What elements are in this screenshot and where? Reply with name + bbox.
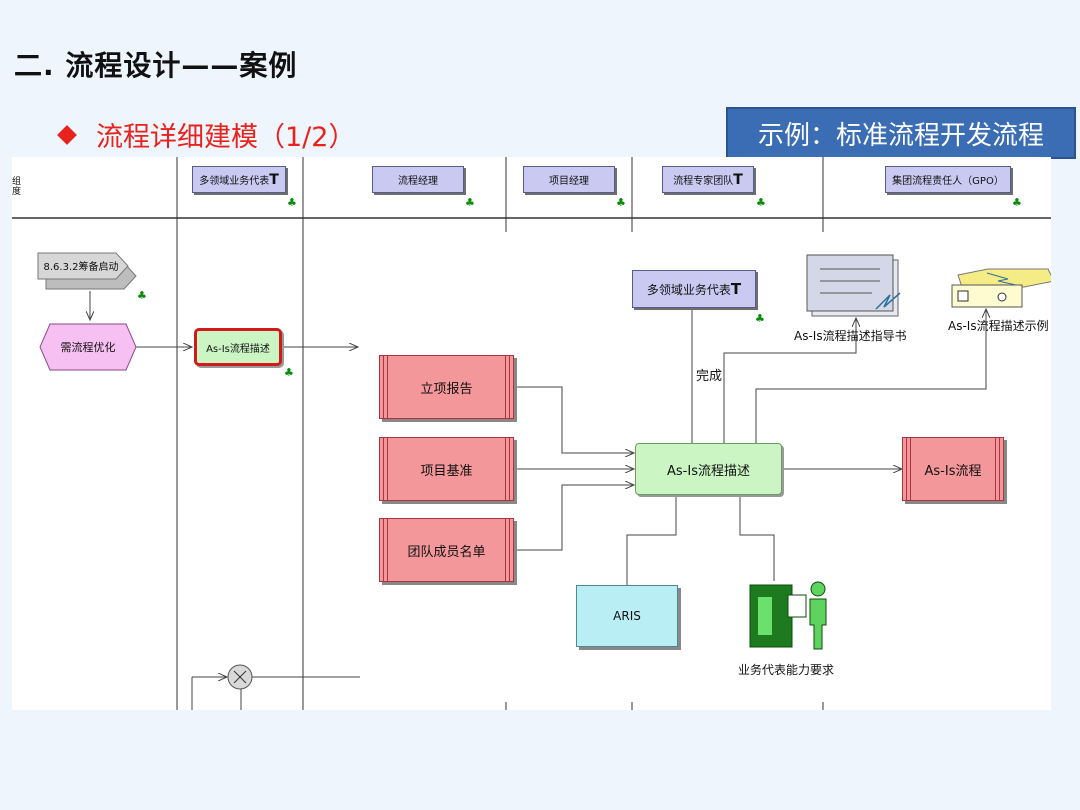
input-doc-team-members[interactable]: 团队成员名单 — [379, 518, 514, 582]
lane-header-gpo[interactable]: 集团流程责任人（GPO） — [885, 166, 1011, 193]
start-event-shape — [37, 252, 137, 290]
start-event[interactable]: 8.6.3.2筹备启动 — [43, 261, 119, 273]
hexagon-shape — [39, 323, 137, 371]
document-icon — [806, 254, 901, 317]
org-icon: ♣ — [287, 196, 297, 209]
org-icon: ♣ — [1012, 196, 1022, 209]
lane-dividers — [12, 157, 1051, 710]
lane-header-label: 多领域业务代表 — [199, 176, 270, 187]
lane-header-project-manager[interactable]: 项目经理 — [523, 166, 615, 193]
slide-title: 二. 流程设计——案例 — [14, 49, 298, 82]
input-doc-project-baseline[interactable]: 项目基准 — [379, 437, 514, 501]
example-doc-label: As-Is流程描述示例 — [948, 319, 1049, 333]
guide-doc-label: As-Is流程描述指导书 — [794, 329, 907, 343]
diagram-lines — [12, 157, 1051, 710]
org-icon: ♣ — [756, 196, 766, 209]
main-function-box[interactable]: As-Is流程描述 — [635, 443, 782, 495]
small-function-box[interactable]: As-Is流程描述 — [194, 328, 282, 366]
role-box-mark: T — [730, 280, 742, 298]
subtitle-text: 流程详细建模（1/2） — [96, 122, 356, 153]
lane-header-label: 流程专家团队 — [673, 176, 734, 187]
input-doc-project-report[interactable]: 立项报告 — [379, 355, 514, 419]
left-stub-label: 组 度 — [12, 177, 22, 197]
org-icon: ♣ — [616, 196, 626, 209]
lane-header-mark: T — [269, 171, 279, 188]
org-icon: ♣ — [284, 366, 294, 379]
output-doc-as-is-process[interactable]: As-Is流程 — [902, 437, 1004, 501]
aris-system-box[interactable]: ARIS — [576, 585, 678, 647]
diamond-bullet-icon — [57, 124, 77, 145]
lane-header-mark: T — [733, 171, 743, 188]
org-icon: ♣ — [755, 312, 765, 325]
subtitle: 流程详细建模（1/2） — [57, 115, 356, 154]
completed-label: 完成 — [696, 369, 723, 384]
person-icon — [749, 581, 827, 650]
example-callout: 示例：标准流程开发流程 — [726, 107, 1076, 159]
folder-icon — [951, 268, 1051, 308]
org-icon: ♣ — [465, 196, 475, 209]
hexagon-event[interactable]: 需流程优化 — [60, 341, 116, 354]
requirement-label: 业务代表能力要求 — [738, 663, 835, 677]
xor-icon — [227, 664, 253, 690]
org-icon: ♣ — [137, 289, 147, 302]
lane-header-process-manager[interactable]: 流程经理 — [372, 166, 464, 193]
role-box-label: 多领域业务代表 — [646, 282, 731, 297]
